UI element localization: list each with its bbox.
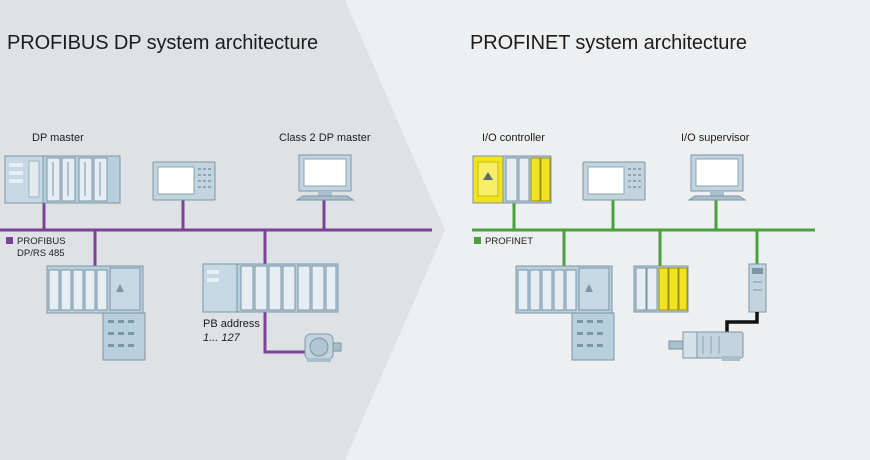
- profibus-hmi-panel: [152, 161, 216, 201]
- profibus-title: PROFIBUS DP system architecture: [7, 32, 319, 54]
- profinet-hmi-panel: [582, 161, 646, 201]
- io-controller-label: I/O controller: [482, 132, 545, 144]
- profinet-legend: PROFINET: [474, 236, 533, 248]
- drive-motor-cable: [725, 312, 759, 332]
- profibus-distributed-io: [46, 265, 146, 361]
- pb-address-range: 1... 127: [203, 332, 240, 344]
- profinet-legend-label: PROFINET: [485, 236, 534, 247]
- profinet-motor: [668, 331, 744, 361]
- class2-dp-master-pc: [295, 154, 355, 201]
- profinet-bus: [472, 200, 815, 266]
- profibus-legend-line2: DP/RS 485: [17, 248, 65, 259]
- profibus-legend-swatch: [6, 237, 13, 244]
- io-controller-plc: [472, 155, 552, 204]
- dp-master-plc: [4, 155, 121, 204]
- io-supervisor-label: I/O supervisor: [681, 132, 750, 144]
- io-supervisor-pc: [687, 154, 747, 201]
- profinet-safety-io: [633, 265, 689, 313]
- class2-dp-master-label: Class 2 DP master: [279, 132, 371, 144]
- profibus-legend: PROFIBUS DP/RS 485: [6, 236, 66, 260]
- profinet-distributed-io: [515, 265, 615, 361]
- profinet-legend-swatch: [474, 237, 481, 244]
- profibus-bus: [0, 200, 432, 354]
- profibus-legend-line1: PROFIBUS: [17, 236, 66, 247]
- profinet-drive: [748, 263, 767, 313]
- profibus-motor: [304, 333, 342, 362]
- pb-address-label: PB address: [203, 318, 260, 330]
- pb-address-io-rack: [202, 263, 339, 313]
- profinet-title: PROFINET system architecture: [470, 32, 747, 54]
- dp-master-label: DP master: [32, 132, 84, 144]
